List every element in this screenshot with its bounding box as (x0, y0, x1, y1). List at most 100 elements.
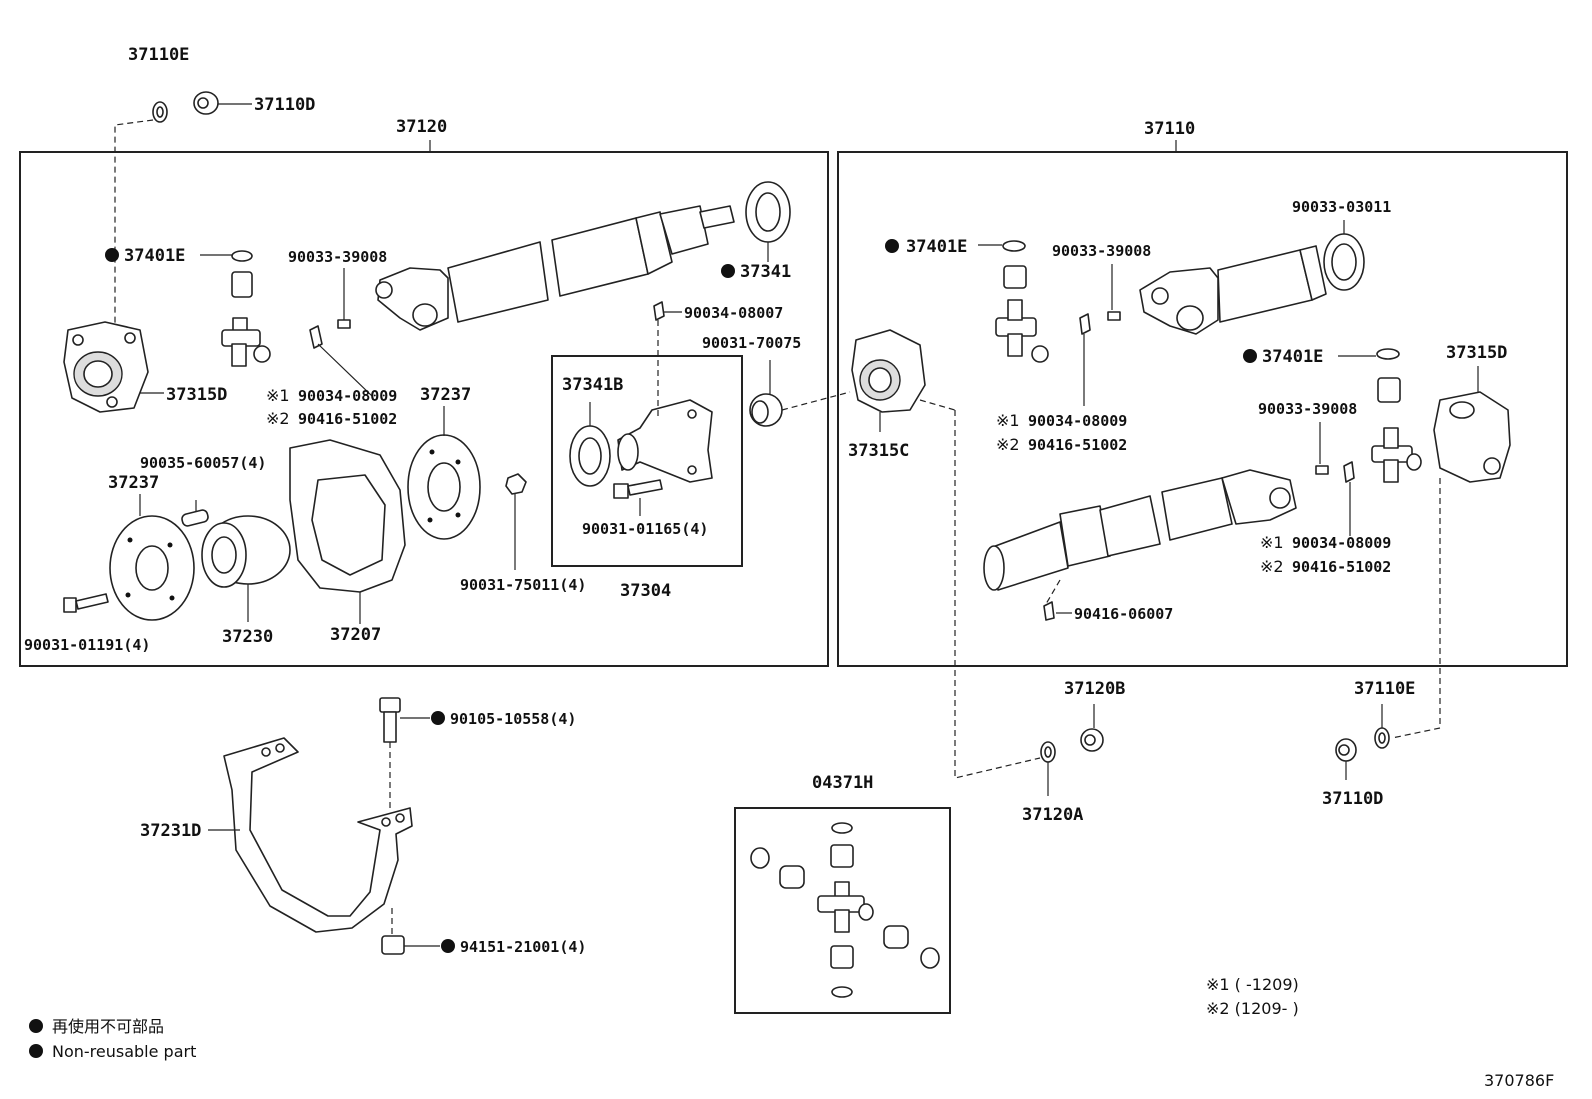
label-90033-39008-right-a: 90033-39008 (1052, 242, 1151, 260)
label-37120B: 37120B (1064, 679, 1125, 699)
legend-dot-jp (29, 1019, 43, 1033)
label-37237-right: 37237 (420, 385, 471, 405)
flange-yoke-37315D-left (63, 321, 149, 413)
grease-fitting-left (309, 325, 323, 349)
nut-37110D-bottom (1335, 738, 1357, 762)
washer-37120A (1040, 741, 1056, 763)
bolt-90031-01165 (613, 479, 663, 499)
label-04371H: 04371H (812, 773, 873, 793)
group-box-37120 (19, 151, 829, 667)
flange-yoke-37315C (851, 329, 926, 413)
non-reusable-dot (431, 711, 445, 725)
label-90031-01165: 90031-01165(4) (582, 520, 708, 538)
label-37231D: 37231D (140, 821, 201, 841)
propeller-shaft-rear-lower (983, 469, 1297, 591)
non-reusable-dot (721, 264, 735, 278)
label-90416-51002-right-b: 90416-51002 (1292, 558, 1391, 576)
label-37120A: 37120A (1022, 805, 1083, 825)
label-37110D-top: 37110D (254, 95, 315, 115)
bolt-90033-39008-right-b (1315, 465, 1329, 475)
bolt-90031-01191 (63, 593, 109, 613)
non-reusable-dot (885, 239, 899, 253)
cap-90031-70075 (749, 393, 783, 427)
group-box-04371H (734, 807, 951, 1014)
mark1-right-a: ※1 (996, 411, 1020, 430)
washer-37110E-top (152, 101, 168, 123)
universal-joint-spider-left (221, 250, 271, 367)
mark2-right-b: ※2 (1260, 557, 1284, 576)
flange-37304 (617, 399, 713, 483)
washer-37237-right (407, 434, 481, 540)
mark1-left: ※1 (266, 386, 290, 405)
label-90416-51002-right-a: 90416-51002 (1028, 436, 1127, 454)
non-reusable-dot (1243, 349, 1257, 363)
bolt-90033-39008-right-a (1107, 311, 1121, 321)
bolt-90033-39008-left (337, 319, 351, 329)
propeller-shaft-rear-upper (1139, 245, 1327, 335)
group-box-37110 (837, 151, 1568, 667)
label-90033-03011: 90033-03011 (1292, 198, 1391, 216)
label-90034-08007: 90034-08007 (684, 304, 783, 322)
label-94151-21001: 94151-21001(4) (460, 938, 586, 956)
label-90031-01191: 90031-01191(4) (24, 636, 150, 654)
repair-kit-04371H-parts (750, 822, 940, 998)
label-37230: 37230 (222, 627, 273, 647)
label-90034-08009-right-a: 90034-08009 (1028, 412, 1127, 430)
legend-non-reusable-en: Non-reusable part (52, 1042, 196, 1061)
label-90105-10558: 90105-10558(4) (450, 710, 576, 728)
label-90416-06007: 90416-06007 (1074, 605, 1173, 623)
footnote-2: ※2 (1209- ) (1206, 999, 1299, 1018)
label-90416-51002-left: 90416-51002 (298, 410, 397, 428)
group-box-37304 (551, 355, 743, 567)
label-90034-08009-left: 90034-08009 (298, 387, 397, 405)
nut-94151-21001 (381, 935, 405, 955)
label-37110E-bottom: 37110E (1354, 679, 1415, 699)
grease-fitting-90034-08007 (653, 301, 665, 321)
seal-90033-03011 (1323, 233, 1365, 291)
label-37315D-right: 37315D (1446, 343, 1507, 363)
washer-37110E-bottom (1374, 727, 1390, 749)
dust-seal-37341 (745, 181, 791, 243)
universal-joint-spider-right-b (1371, 348, 1422, 483)
washer-37237-left (109, 515, 195, 621)
label-group-37120: 37120 (396, 117, 447, 137)
grease-fitting-right-b (1343, 461, 1355, 483)
non-reusable-dot (441, 939, 455, 953)
seal-37341B (569, 425, 611, 487)
figure-id: 370786F (1484, 1071, 1554, 1090)
mark2-right-a: ※2 (996, 435, 1020, 454)
pin-90035-60057 (181, 509, 209, 527)
footnote-1: ※1 ( -1209) (1206, 975, 1299, 994)
label-37401E-right-a: 37401E (906, 237, 967, 257)
legend-non-reusable-jp: 再使用不可部品 (52, 1017, 164, 1036)
label-37237-left: 37237 (108, 473, 159, 493)
label-37401E-left: 37401E (124, 246, 185, 266)
nut-37120B (1080, 728, 1104, 752)
grease-fitting-right-a (1079, 313, 1091, 335)
label-37315D-left: 37315D (166, 385, 227, 405)
label-90033-39008-left: 90033-39008 (288, 248, 387, 266)
label-group-37110: 37110 (1144, 119, 1195, 139)
non-reusable-dot (105, 248, 119, 262)
nut-90031-75011 (505, 473, 527, 495)
bracket-37231D (223, 737, 413, 933)
legend-dot-en (29, 1044, 43, 1058)
label-37315C: 37315C (848, 441, 909, 461)
label-90035-60057: 90035-60057(4) (140, 454, 266, 472)
label-37110E-top: 37110E (128, 45, 189, 65)
propeller-shaft-front (375, 205, 735, 331)
label-37110D-bottom: 37110D (1322, 789, 1383, 809)
center-bearing-37230 (201, 515, 291, 588)
label-37341: 37341 (740, 262, 791, 282)
bracket-37207 (289, 439, 406, 593)
mark2-left: ※2 (266, 409, 290, 428)
flange-yoke-37315D-right (1433, 391, 1511, 483)
label-90031-70075: 90031-70075 (702, 334, 801, 352)
label-37341B: 37341B (562, 375, 623, 395)
label-90033-39008-right-b: 90033-39008 (1258, 400, 1357, 418)
label-37207: 37207 (330, 625, 381, 645)
bolt-90105-10558 (379, 697, 401, 743)
mark1-right-b: ※1 (1260, 533, 1284, 552)
label-37401E-right-b: 37401E (1262, 347, 1323, 367)
